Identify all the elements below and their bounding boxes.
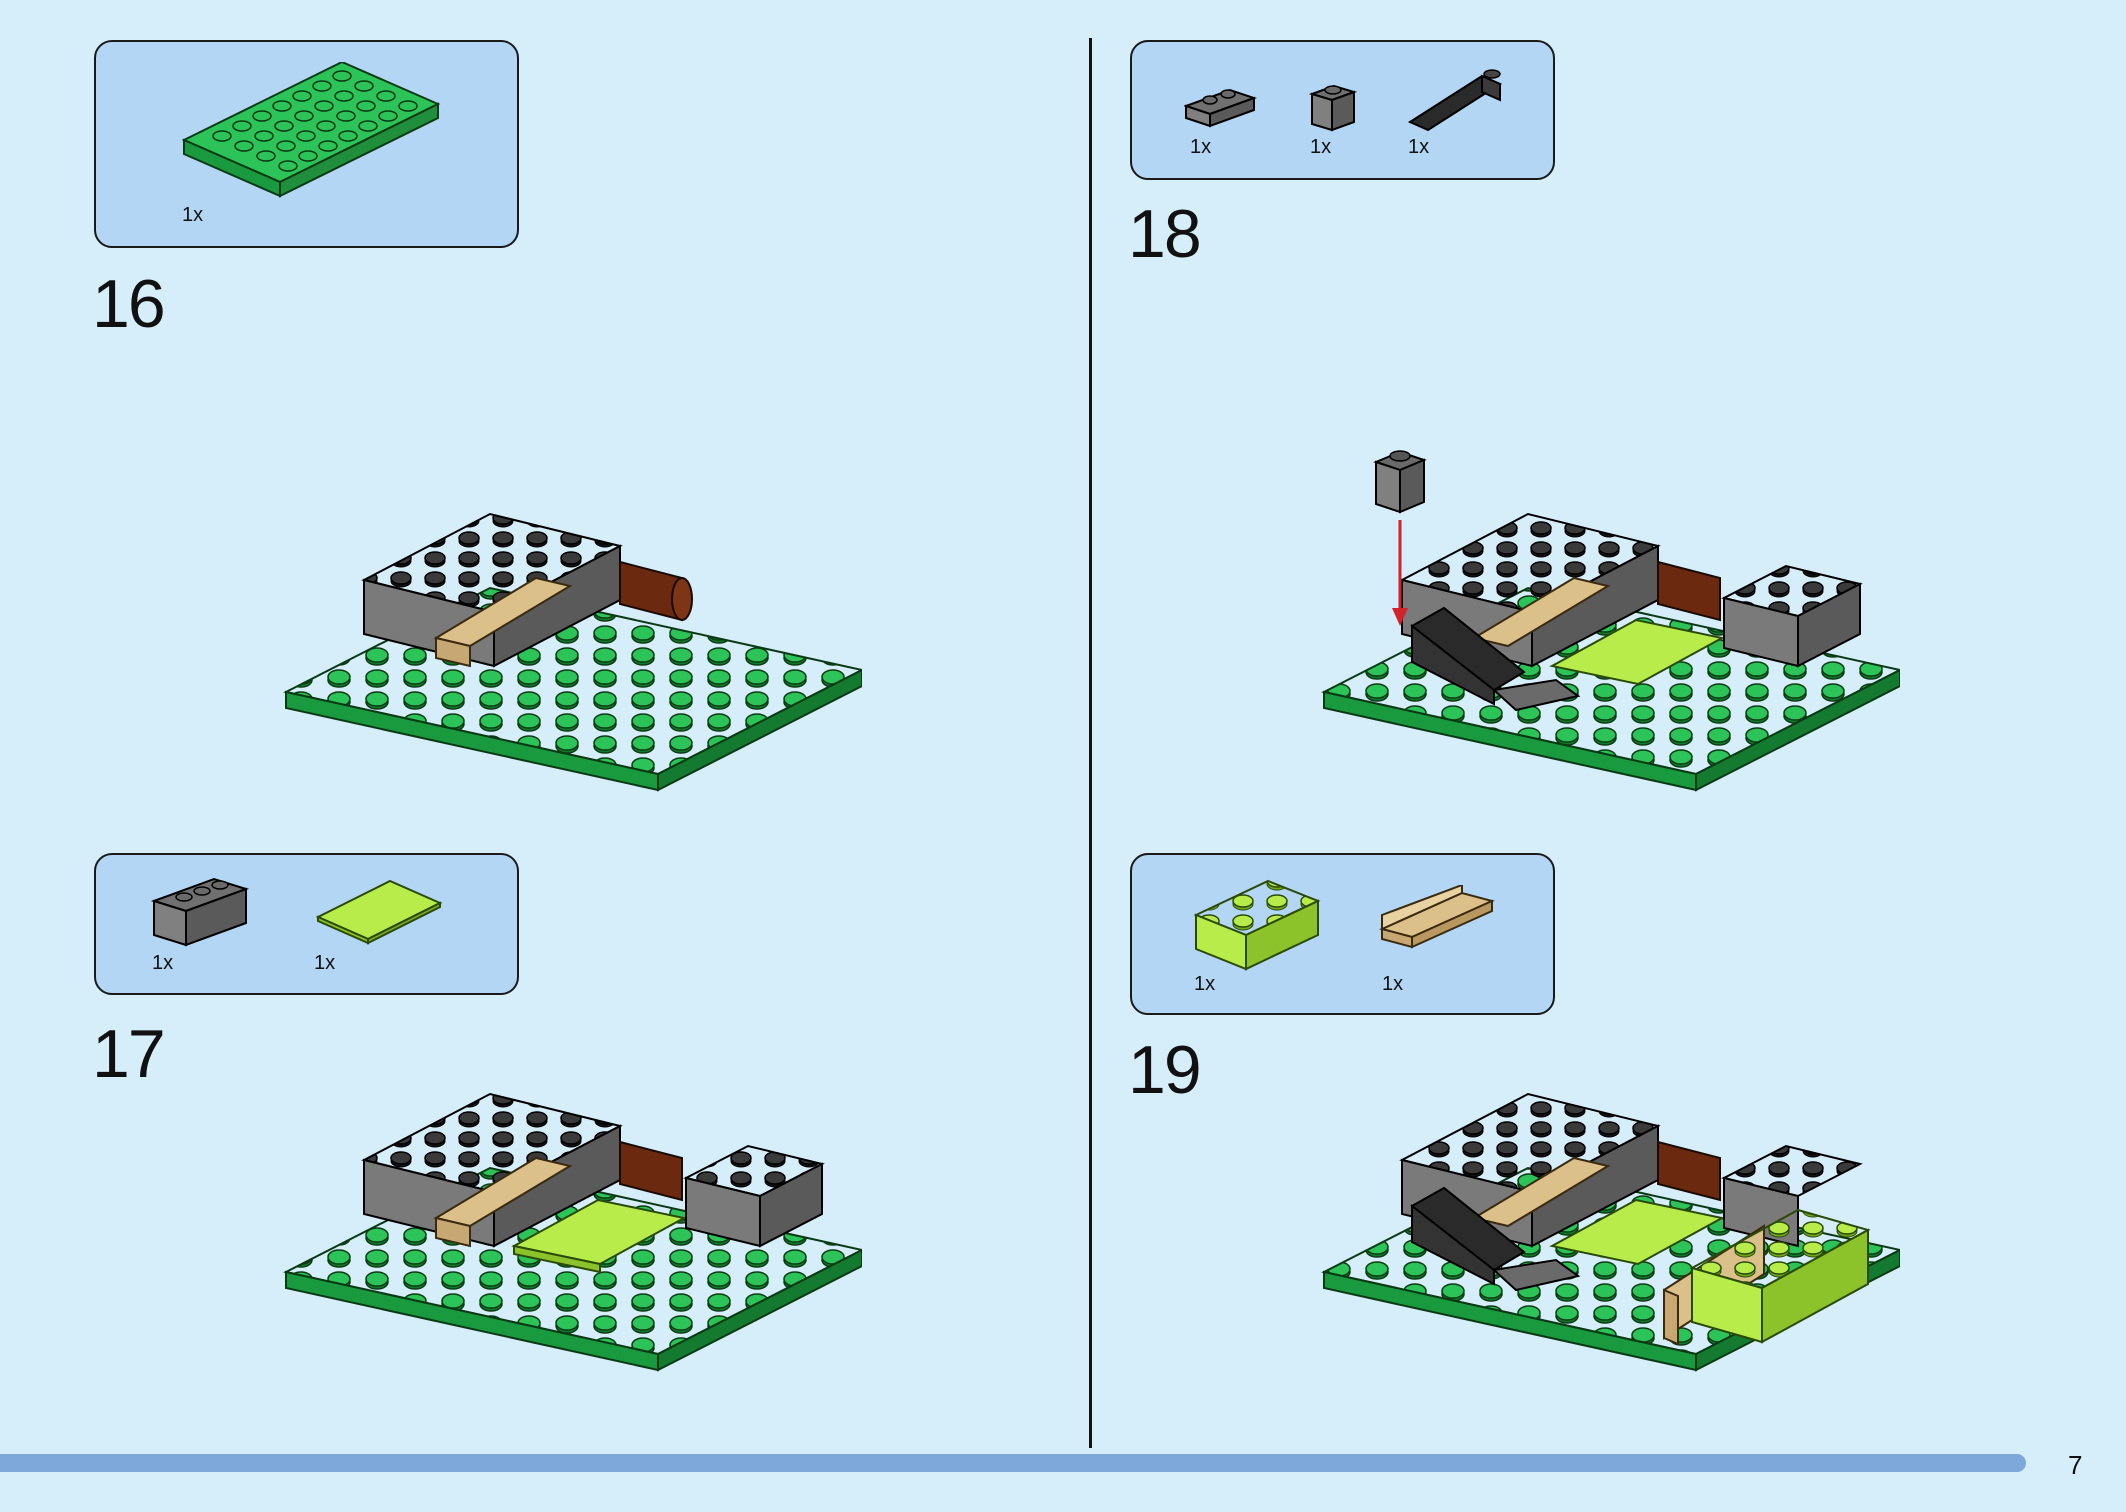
part-quantity: 1x: [314, 952, 336, 974]
page-divider: [1089, 38, 1092, 1448]
parts-box-step-17: 1x 1x: [94, 853, 519, 995]
part-quantity: 1x: [182, 204, 204, 226]
black-slope-part-icon: [1406, 64, 1506, 136]
model-step-18: [1320, 440, 1900, 860]
progress-bar: [0, 1454, 2026, 1472]
page-number: 7: [2068, 1450, 2083, 1480]
step-number-17: 17: [92, 1016, 166, 1092]
dark-gray-brick-1x1-part-icon: [1308, 80, 1358, 134]
part-quantity: 1x: [1194, 973, 1216, 995]
lime-tile-2x4-part-icon: [314, 877, 444, 945]
step-number-16: 16: [92, 266, 166, 342]
green-plate-4x8-part-icon: [182, 62, 442, 202]
model-step-19: [1320, 1040, 1900, 1440]
part-quantity: 1x: [1310, 136, 1332, 158]
tan-bracket-part-icon: [1378, 885, 1498, 955]
part-quantity: 1x: [1382, 973, 1404, 995]
step-number-18: 18: [1128, 196, 1202, 272]
lime-brick-2x4-part-icon: [1192, 873, 1322, 973]
parts-box-step-18: 1x 1x 1x: [1130, 40, 1555, 180]
parts-box-step-19: 1x 1x: [1130, 853, 1555, 1015]
model-step-16: [282, 470, 862, 860]
dark-gray-plate-1x2-part-icon: [1184, 86, 1258, 130]
part-quantity: 1x: [1408, 136, 1430, 158]
part-quantity: 1x: [152, 952, 174, 974]
model-step-17: [282, 1050, 862, 1440]
dark-gray-brick-1x3-part-icon: [150, 877, 250, 949]
part-quantity: 1x: [1190, 136, 1212, 158]
parts-box-step-16: 1x: [94, 40, 519, 248]
step-number-19: 19: [1128, 1032, 1202, 1108]
